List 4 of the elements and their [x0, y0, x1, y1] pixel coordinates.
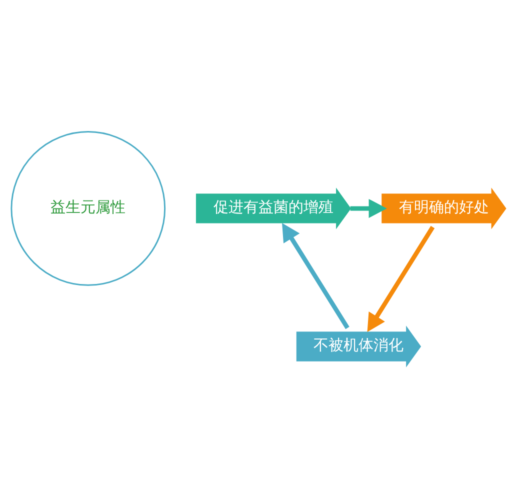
- node-circle: 益生元属性: [10, 130, 166, 286]
- arrow: [350, 198, 387, 218]
- arrow: [282, 222, 350, 329]
- arrow: [367, 225, 435, 332]
